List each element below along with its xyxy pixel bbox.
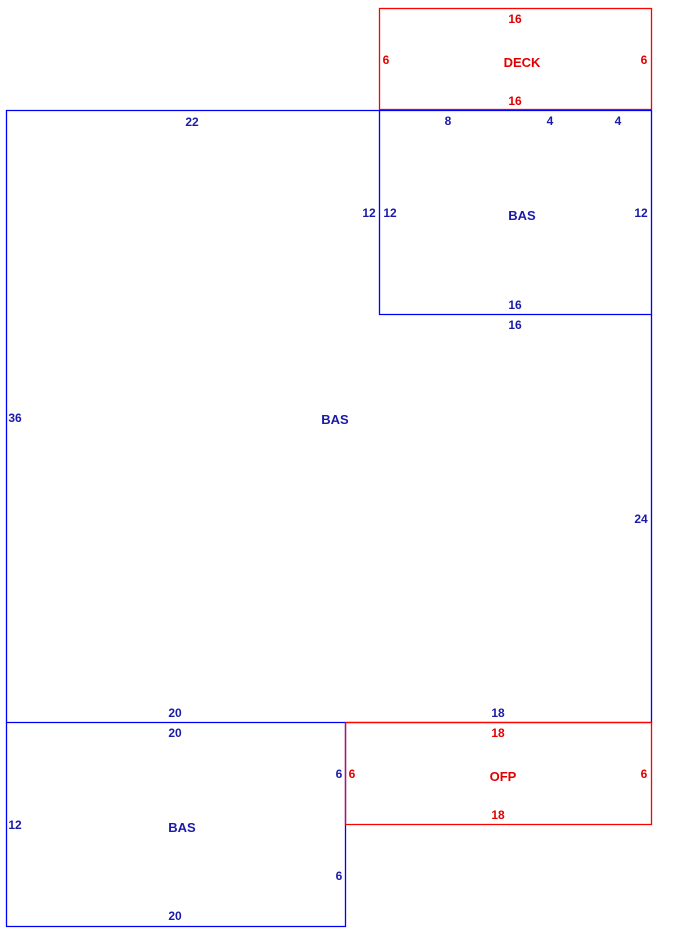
bas-upper-left-outer-dimension: 12 xyxy=(362,206,376,220)
deck-top-dimension: 16 xyxy=(508,12,522,26)
bas-lower-right-lower-dimension: 6 xyxy=(336,869,343,883)
bas-upper-top-dimension-b: 4 xyxy=(547,114,554,128)
ofp-area-label: OFP xyxy=(490,769,517,784)
bas-main-area-label: BAS xyxy=(321,412,349,427)
bas-main-bottom-right-dimension: 18 xyxy=(491,706,505,720)
bas-upper-left-inner-dimension: 12 xyxy=(383,206,397,220)
deck-area-label: DECK xyxy=(504,55,541,70)
deck-right-dimension: 6 xyxy=(641,53,648,67)
deck-bottom-dimension: 16 xyxy=(508,94,522,108)
bas-main-right-dimension: 24 xyxy=(634,512,648,526)
ofp-left-dimension: 6 xyxy=(349,767,356,781)
bas-lower-top-dimension: 20 xyxy=(168,726,182,740)
bas-lower-area-label: BAS xyxy=(168,820,196,835)
bas-upper-right-dimension: 12 xyxy=(634,206,648,220)
ofp-outline xyxy=(344,721,653,826)
ofp-top-dimension: 18 xyxy=(491,726,505,740)
bas-main-bottom-left-dimension: 20 xyxy=(168,706,182,720)
bas-upper-top-dimension-a: 8 xyxy=(445,114,452,128)
bas-lower-bottom-dimension: 20 xyxy=(168,909,182,923)
bas-lower-left-dimension: 12 xyxy=(8,818,22,832)
bas-upper-bottom-dimension: 16 xyxy=(508,298,522,312)
bas-upper-top-dimension-c: 4 xyxy=(615,114,622,128)
bas-upper-outline xyxy=(378,110,652,316)
bas-main-top-dimension: 22 xyxy=(185,115,199,129)
bas-main-left-dimension: 36 xyxy=(8,411,22,425)
bas-main-right-upper-dimension: 16 xyxy=(508,318,522,332)
deck-outline xyxy=(378,7,653,111)
ofp-right-dimension: 6 xyxy=(641,767,648,781)
ofp-bottom-dimension: 18 xyxy=(491,808,505,822)
bas-main-outline xyxy=(5,109,653,724)
deck-left-dimension: 6 xyxy=(383,53,390,67)
bas-lower-right-upper-dimension: 6 xyxy=(336,767,343,781)
bas-upper-area-label: BAS xyxy=(508,208,536,223)
